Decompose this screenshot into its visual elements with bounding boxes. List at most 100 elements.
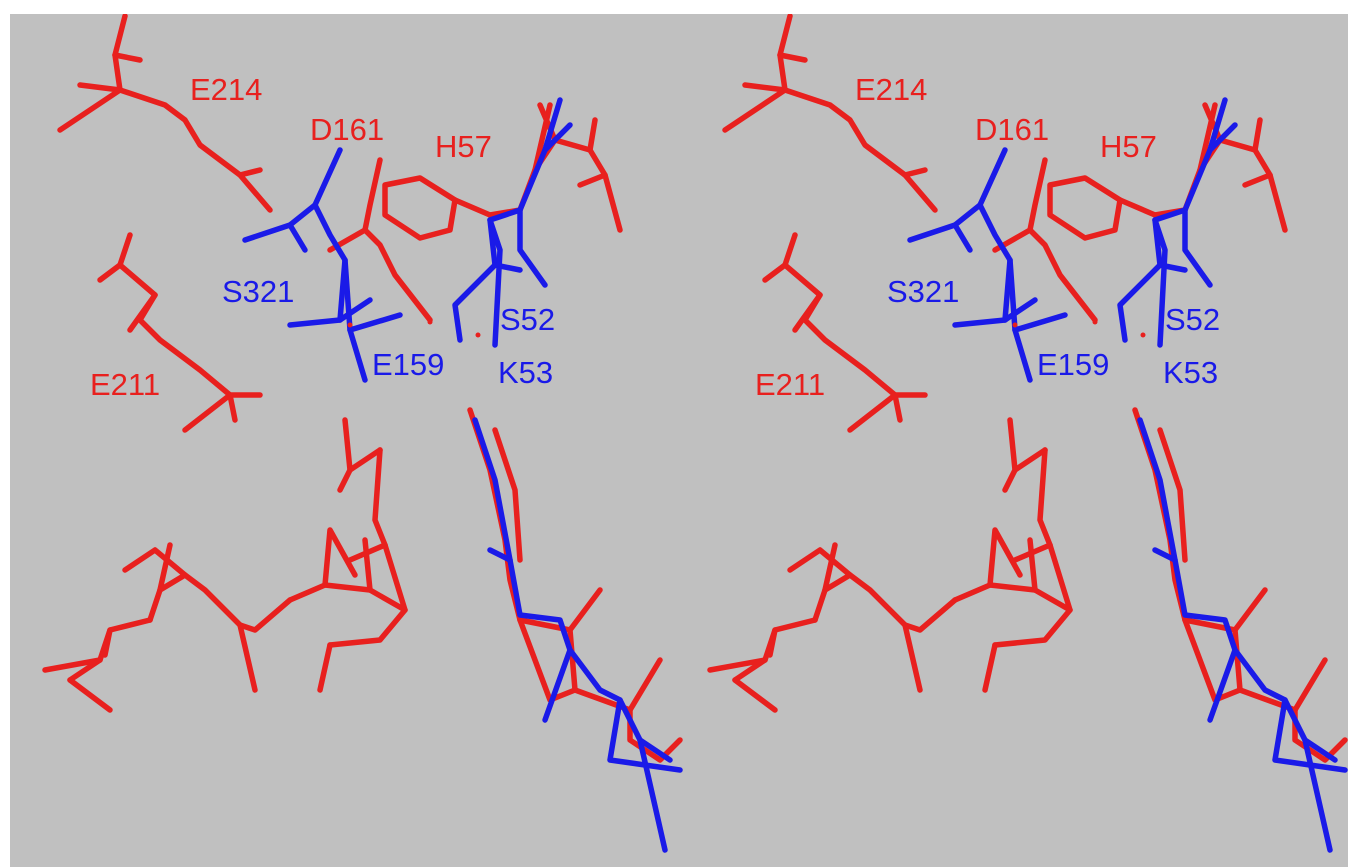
right-eye-view-residue-label-e211: E211 (755, 367, 825, 402)
right-eye-view-residue-label-s321: S321 (887, 274, 959, 309)
right-eye-view-residue-label-s52: S52 (1165, 302, 1220, 337)
left-eye-view-red-bond-37 (567, 627, 578, 693)
right-eye-view-red-bond-11 (1267, 172, 1288, 233)
right-eye-view-red-bond-18 (792, 292, 823, 333)
stereo-canvas (10, 14, 1348, 867)
left-eye-view-red-bond-20 (327, 447, 408, 648)
left-eye-view-red-bond-13 (587, 117, 598, 153)
left-eye-view-red-bond-4 (77, 82, 123, 93)
right-eye-view-blue-bond-11 (1182, 207, 1213, 288)
right-eye-view-red-bond-12 (1197, 102, 1218, 173)
right-eye-view-red-bond-25 (987, 527, 1023, 588)
left-eye-view-red-bond-0 (57, 14, 128, 133)
right-eye-view-red-bond-27 (902, 597, 958, 633)
left-eye-view-blue-bond-10 (542, 122, 573, 153)
right-eye-view-blue-bond-0 (907, 147, 1008, 243)
left-eye-view-residue-label-s321: S321 (222, 274, 294, 309)
right-eye-view-red-bond-8 (1047, 175, 1123, 241)
left-eye-view-red-bond-8 (382, 175, 458, 241)
left-eye-view-blue-bond-4 (347, 312, 403, 333)
left-eye-view-residue-label-h57: H57 (435, 129, 492, 164)
left-eye-view-red-bond-17 (227, 392, 238, 423)
right-eye-view-red-bond-13 (1252, 117, 1263, 153)
left-eye-view-atom-dot-0 (427, 319, 433, 325)
right-eye-view-red-bond-38 (1182, 617, 1328, 713)
right-eye-view-red-bond-1 (782, 87, 938, 213)
left-eye-view-red-bond-18 (127, 292, 158, 333)
right-eye-view-atom-dot-1 (1140, 332, 1146, 338)
left-eye-view-red-bond-35 (102, 627, 113, 658)
left-eye-view-red-bond-34 (67, 677, 113, 713)
right-eye-view-blue-bond-9 (1152, 217, 1168, 348)
right-eye-view-blue-bond-4 (1012, 312, 1068, 333)
left-eye-view-red-bond-5 (362, 157, 383, 233)
left-eye-view-residue-label-e214: E214 (190, 72, 262, 107)
left-eye-view-blue-bond-0 (242, 147, 343, 243)
right-eye-view-red-bond-19 (1002, 417, 1018, 493)
right-eye-view-red-bond-35 (767, 627, 778, 658)
right-eye-view-blue-bond-2 (952, 257, 1013, 328)
left-eye-view-red-bond-21 (347, 447, 383, 473)
left-eye-view-blue-bond-12 (472, 417, 673, 763)
left-eye-view-red-bond-40 (492, 427, 523, 563)
left-eye-view-red-bond-6 (362, 227, 433, 323)
left-eye-view-red-bond-3 (112, 52, 143, 63)
right-eye-view-red-bond-33 (707, 657, 768, 673)
left-eye-view-red-bond-27 (237, 597, 293, 633)
left-eye-view-blue-bond-13 (542, 647, 573, 723)
left-eye-view-red-bond-24 (362, 537, 373, 593)
right-eye-view-red-bond-4 (742, 82, 788, 93)
left-eye-view-blue-bond-3 (287, 222, 308, 253)
left-eye-view-blue-bond-5 (337, 297, 373, 323)
left-eye-view-red-bond-19 (337, 417, 353, 493)
right-eye-view-blue-bond-12 (1137, 417, 1338, 763)
right-eye-view-residue-label-d161: D161 (975, 112, 1049, 147)
left-eye-view-residue-label-s52: S52 (500, 302, 555, 337)
left-eye-view-residue-label-e159: E159 (372, 347, 444, 382)
left-eye-view-red-bond-29 (122, 547, 188, 578)
right-eye-view-blue-bond-15 (1302, 737, 1333, 853)
right-eye-view-red-bond-15 (762, 262, 788, 283)
right-eye-view-blue-bond-5 (1002, 297, 1038, 323)
right-eye-view-red-bond-23 (952, 582, 1073, 613)
right-eye-view-red-bond-24 (1027, 537, 1038, 593)
right-eye-view-residue-label-e214: E214 (855, 72, 927, 107)
right-eye-view-residue-label-k53: K53 (1163, 355, 1218, 390)
right-eye-view-blue-bond-7 (1117, 262, 1163, 343)
left-eye-view-red-bond-36 (467, 407, 603, 633)
right-eye-view-red-bond-6 (1027, 227, 1098, 323)
left-eye-view-blue-bond-15 (637, 737, 668, 853)
left-eye-view-red-bond-30 (157, 542, 173, 593)
left-eye-view-red-bond-23 (287, 582, 408, 613)
right-eye-view-atom-dot-2 (1012, 322, 1018, 328)
right-eye-view-blue-bond-3 (952, 222, 973, 253)
right-eye-view-red-bond-10 (1217, 137, 1273, 188)
left-eye-view-red-bond-38 (517, 617, 663, 713)
right-eye-view-red-bond-21 (1012, 447, 1048, 473)
left-eye-view-residue-label-d161: D161 (310, 112, 384, 147)
right-eye-view-red-bond-26 (982, 642, 998, 693)
right-eye-view-blue-bond-10 (1207, 122, 1238, 153)
left-eye-view-red-bond-2 (237, 167, 263, 178)
right-eye-view-red-bond-2 (902, 167, 928, 178)
left-eye-view-red-bond-1 (117, 87, 273, 213)
right-eye-view-red-bond-17 (892, 392, 903, 423)
left-eye-view-red-bond-31 (237, 622, 258, 693)
right-eye-view-blue-bond-14 (1272, 697, 1348, 773)
left-eye-view-atom-dot-1 (475, 332, 481, 338)
right-eye-view-red-bond-20 (992, 447, 1073, 648)
right-eye-view-residue-label-h57: H57 (1100, 129, 1157, 164)
left-eye-view-blue-bond-2 (287, 257, 348, 328)
right-eye-view-atom-dot-0 (1092, 319, 1098, 325)
right-eye-view-red-bond-0 (722, 14, 793, 133)
left-eye-view-residue-label-k53: K53 (498, 355, 553, 390)
right-eye-view-blue-bond-13 (1207, 647, 1238, 723)
left-eye-view-red-bond-12 (532, 102, 553, 173)
left-eye-view-red-bond-33 (42, 657, 103, 673)
right-eye-view-red-bond-3 (777, 52, 808, 63)
left-eye-view-blue-bond-7 (452, 262, 498, 343)
right-eye-view-red-bond-31 (902, 622, 923, 693)
left-eye-view-red-bond-26 (317, 642, 333, 693)
